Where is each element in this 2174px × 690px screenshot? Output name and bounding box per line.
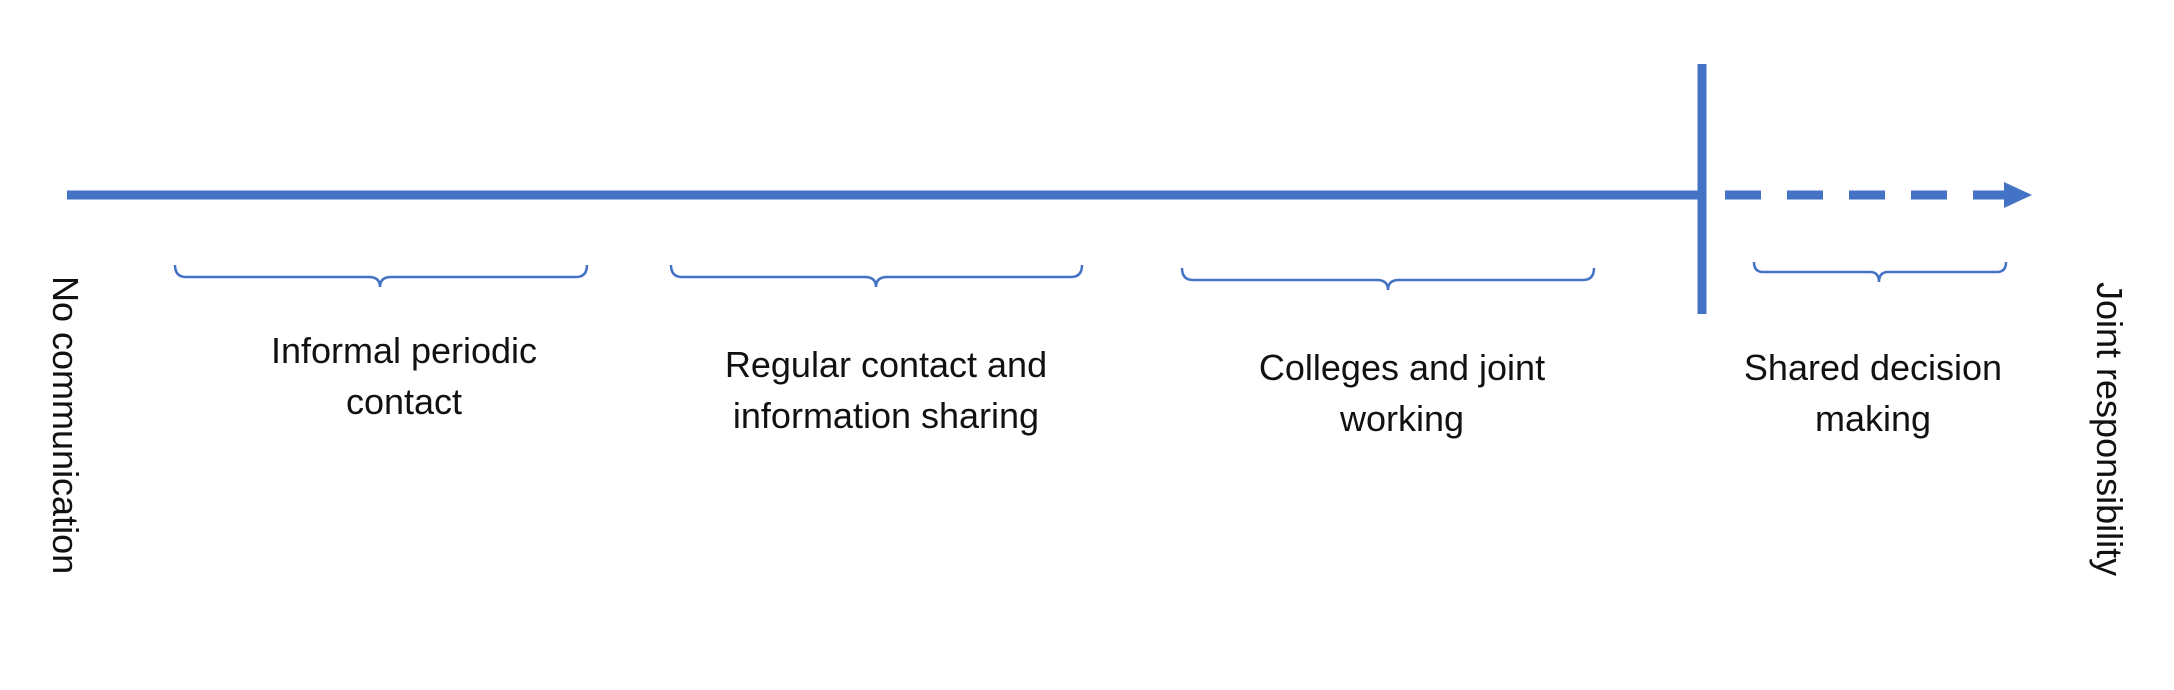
stage-label-1: Informal periodic contact xyxy=(154,325,654,427)
stage-label-3: Colleges and joint working xyxy=(1152,342,1652,444)
stage-label-3-line1: Colleges and joint xyxy=(1258,347,1546,388)
stage-label-4: Shared decision making xyxy=(1623,342,2123,444)
stage-brace-2 xyxy=(669,264,1084,288)
stage-brace-1 xyxy=(173,264,589,288)
stage-label-2: Regular contact and information sharing xyxy=(636,339,1136,441)
stage-label-4-line2: making xyxy=(1814,398,1932,439)
stage-label-3-line2: working xyxy=(1339,398,1465,439)
stage-brace-4 xyxy=(1752,261,2008,283)
stage-label-1-line1: Informal periodic xyxy=(270,330,538,371)
stage-brace-3 xyxy=(1180,267,1596,291)
arrow-head-icon xyxy=(2004,182,2032,208)
stage-label-2-line2: information sharing xyxy=(732,395,1040,436)
stage-label-4-line1: Shared decision xyxy=(1743,347,2003,388)
end-label: Joint responsibility xyxy=(2089,282,2130,577)
stage-label-1-line2: contact xyxy=(345,381,463,422)
start-label: No communication xyxy=(45,276,86,575)
stage-label-2-line1: Regular contact and xyxy=(724,344,1048,385)
